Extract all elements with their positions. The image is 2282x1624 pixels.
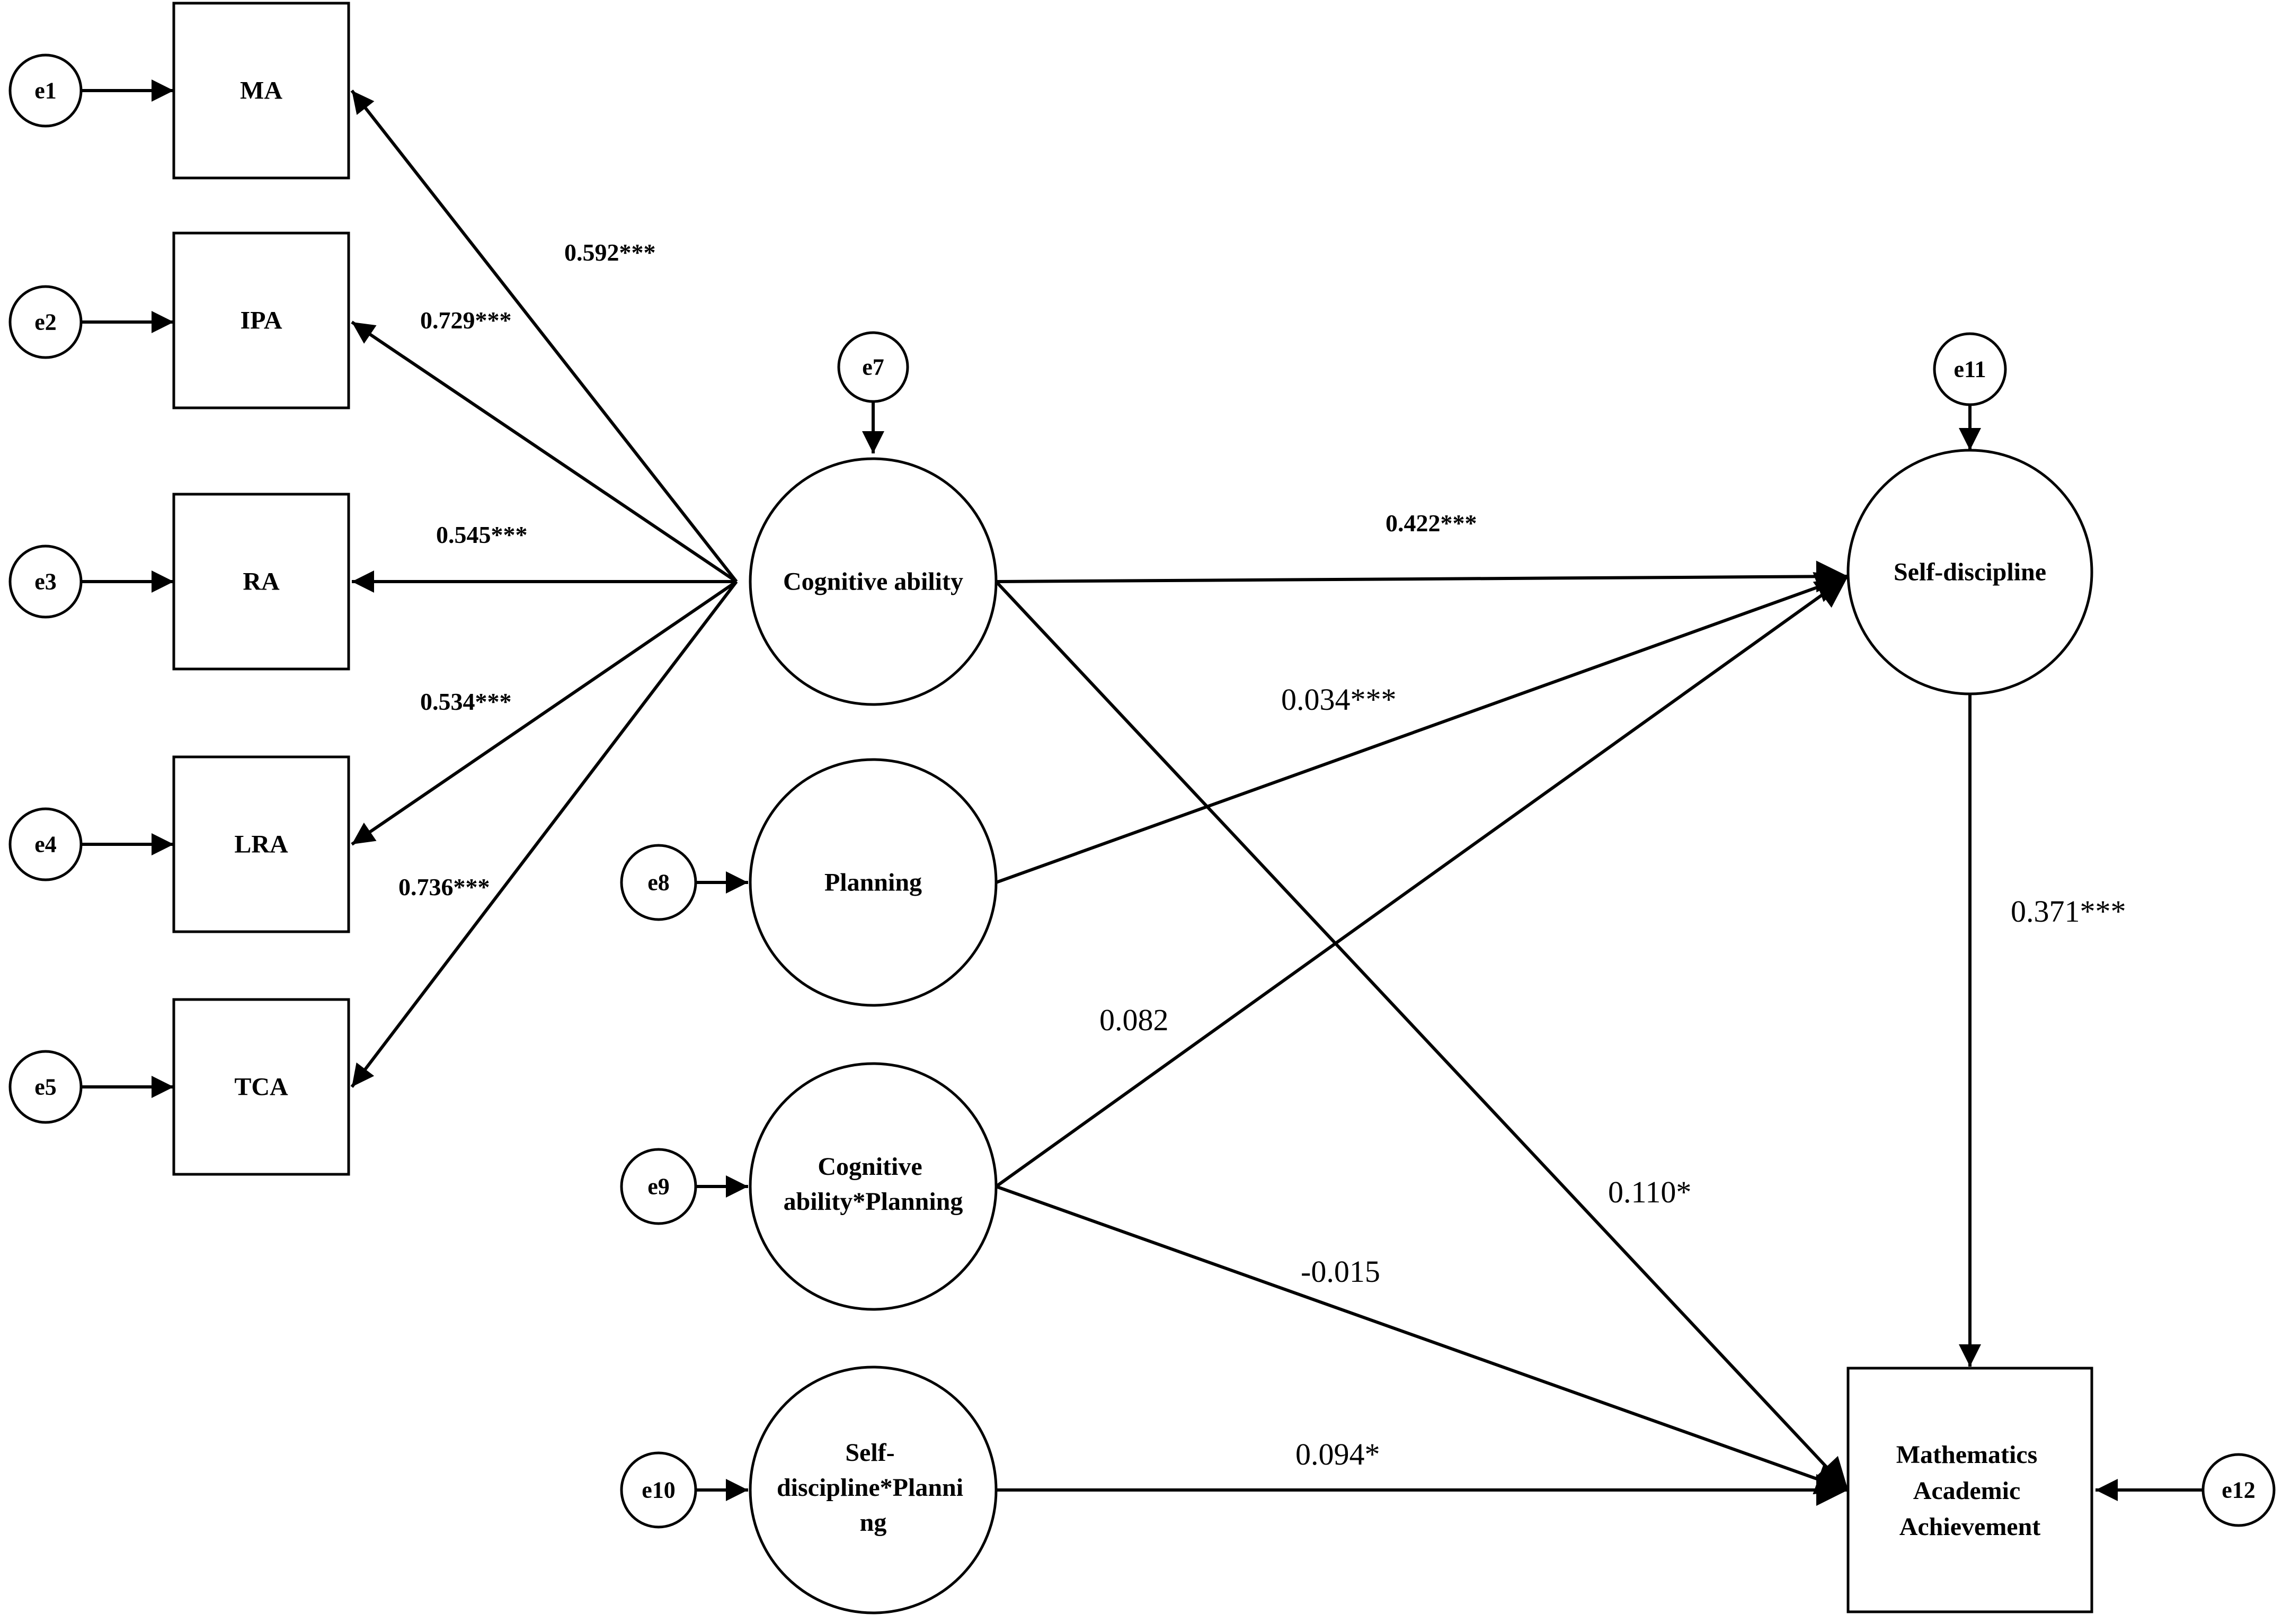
- latent-cognitive-ability: Cognitive ability: [749, 457, 998, 706]
- svg-text:Cognitive ability*Planni: Cognitive ability*Planning: [784, 1153, 963, 1216]
- coef-cog-maa: 0.110*: [1608, 1175, 1691, 1209]
- coef-sdplan-maa: 0.094*: [1295, 1437, 1380, 1471]
- svg-text:e9: e9: [647, 1174, 670, 1200]
- coef-cog-tca: 0.736***: [398, 873, 490, 900]
- coef-cogplan-sd: 0.082: [1099, 1003, 1169, 1037]
- svg-text:e12: e12: [2222, 1477, 2256, 1503]
- coef-cogplan-maa: -0.015: [1301, 1254, 1380, 1289]
- coef-cog-ipa: 0.729***: [420, 307, 512, 334]
- indicator-ipa: IPA: [172, 231, 350, 409]
- indicator-ra: RA: [172, 493, 350, 671]
- svg-text:e8: e8: [647, 870, 670, 896]
- latent-planning: Planning: [749, 758, 998, 1007]
- latent-cognitive-ability-x-planning: Cognitive ability*Planning: [749, 1062, 998, 1311]
- svg-text:Self- discipline*Planni: Self- discipline*Planni ng: [777, 1439, 970, 1537]
- path-cog-maa: [995, 580, 1850, 1492]
- svg-text:LRA: LRA: [234, 831, 288, 859]
- error-e2: e2: [8, 285, 83, 359]
- indicator-lra: LRA: [172, 755, 350, 933]
- svg-text:Planning: Planning: [824, 869, 922, 897]
- svg-text:MA: MA: [240, 77, 282, 105]
- path-cog-ma: [350, 90, 738, 583]
- indicator-tca: TCA: [172, 998, 350, 1176]
- error-e4: e4: [8, 807, 83, 881]
- svg-text:e1: e1: [34, 78, 57, 104]
- svg-text:Cognitive ability: Cognitive ability: [783, 568, 963, 596]
- svg-text:TCA: TCA: [234, 1073, 288, 1101]
- path-cogplan-maa: [995, 1185, 1849, 1495]
- error-e11: e11: [1933, 332, 2007, 406]
- coef-sd-maa: 0.371***: [2011, 894, 2126, 929]
- svg-text:e2: e2: [34, 309, 57, 335]
- path-cog-lra: [351, 580, 738, 846]
- path-cog-ipa: [351, 320, 738, 583]
- path-cog-sd: [996, 560, 1849, 593]
- error-e8: e8: [620, 844, 697, 921]
- error-e1: e1: [8, 53, 83, 128]
- svg-text:e4: e4: [34, 832, 57, 858]
- svg-text:e11: e11: [1954, 356, 1986, 382]
- error-e7: e7: [837, 331, 909, 403]
- svg-text:IPA: IPA: [240, 307, 282, 335]
- svg-text:e5: e5: [34, 1074, 57, 1100]
- error-e10: e10: [620, 1451, 697, 1529]
- coef-cog-ma: 0.592***: [564, 239, 656, 266]
- coef-cog-sd: 0.422***: [1386, 510, 1477, 537]
- path-cogplan-sd: [995, 575, 1849, 1188]
- coef-planning-sd: 0.034***: [1281, 682, 1397, 717]
- error-e12: e12: [2201, 1453, 2276, 1527]
- svg-text:e3: e3: [34, 569, 57, 595]
- outcome-mathematics-academic-achievement: Mathematics Academic Achievement: [1846, 1367, 2093, 1613]
- latent-self-discipline-x-planning: Self- discipline*Planni ng: [749, 1366, 998, 1614]
- error-e9: e9: [620, 1148, 697, 1225]
- svg-text:e7: e7: [862, 354, 884, 380]
- indicator-ma: MA: [172, 2, 350, 180]
- path-planning-sd: [995, 572, 1849, 884]
- svg-text:e10: e10: [642, 1477, 676, 1503]
- coef-cog-lra: 0.534***: [420, 688, 512, 715]
- latent-self-discipline: Self-discipline: [1846, 449, 2093, 695]
- svg-text:RA: RA: [243, 568, 280, 596]
- path-cog-tca: [350, 581, 738, 1088]
- error-e3: e3: [8, 545, 83, 619]
- svg-text:Self-discipline: Self-discipline: [1894, 558, 2046, 586]
- coef-cog-ra: 0.545***: [436, 521, 528, 548]
- error-e5: e5: [8, 1050, 83, 1124]
- svg-text:Mathematics Academic: Mathematics Academic Achievement: [1896, 1441, 2044, 1541]
